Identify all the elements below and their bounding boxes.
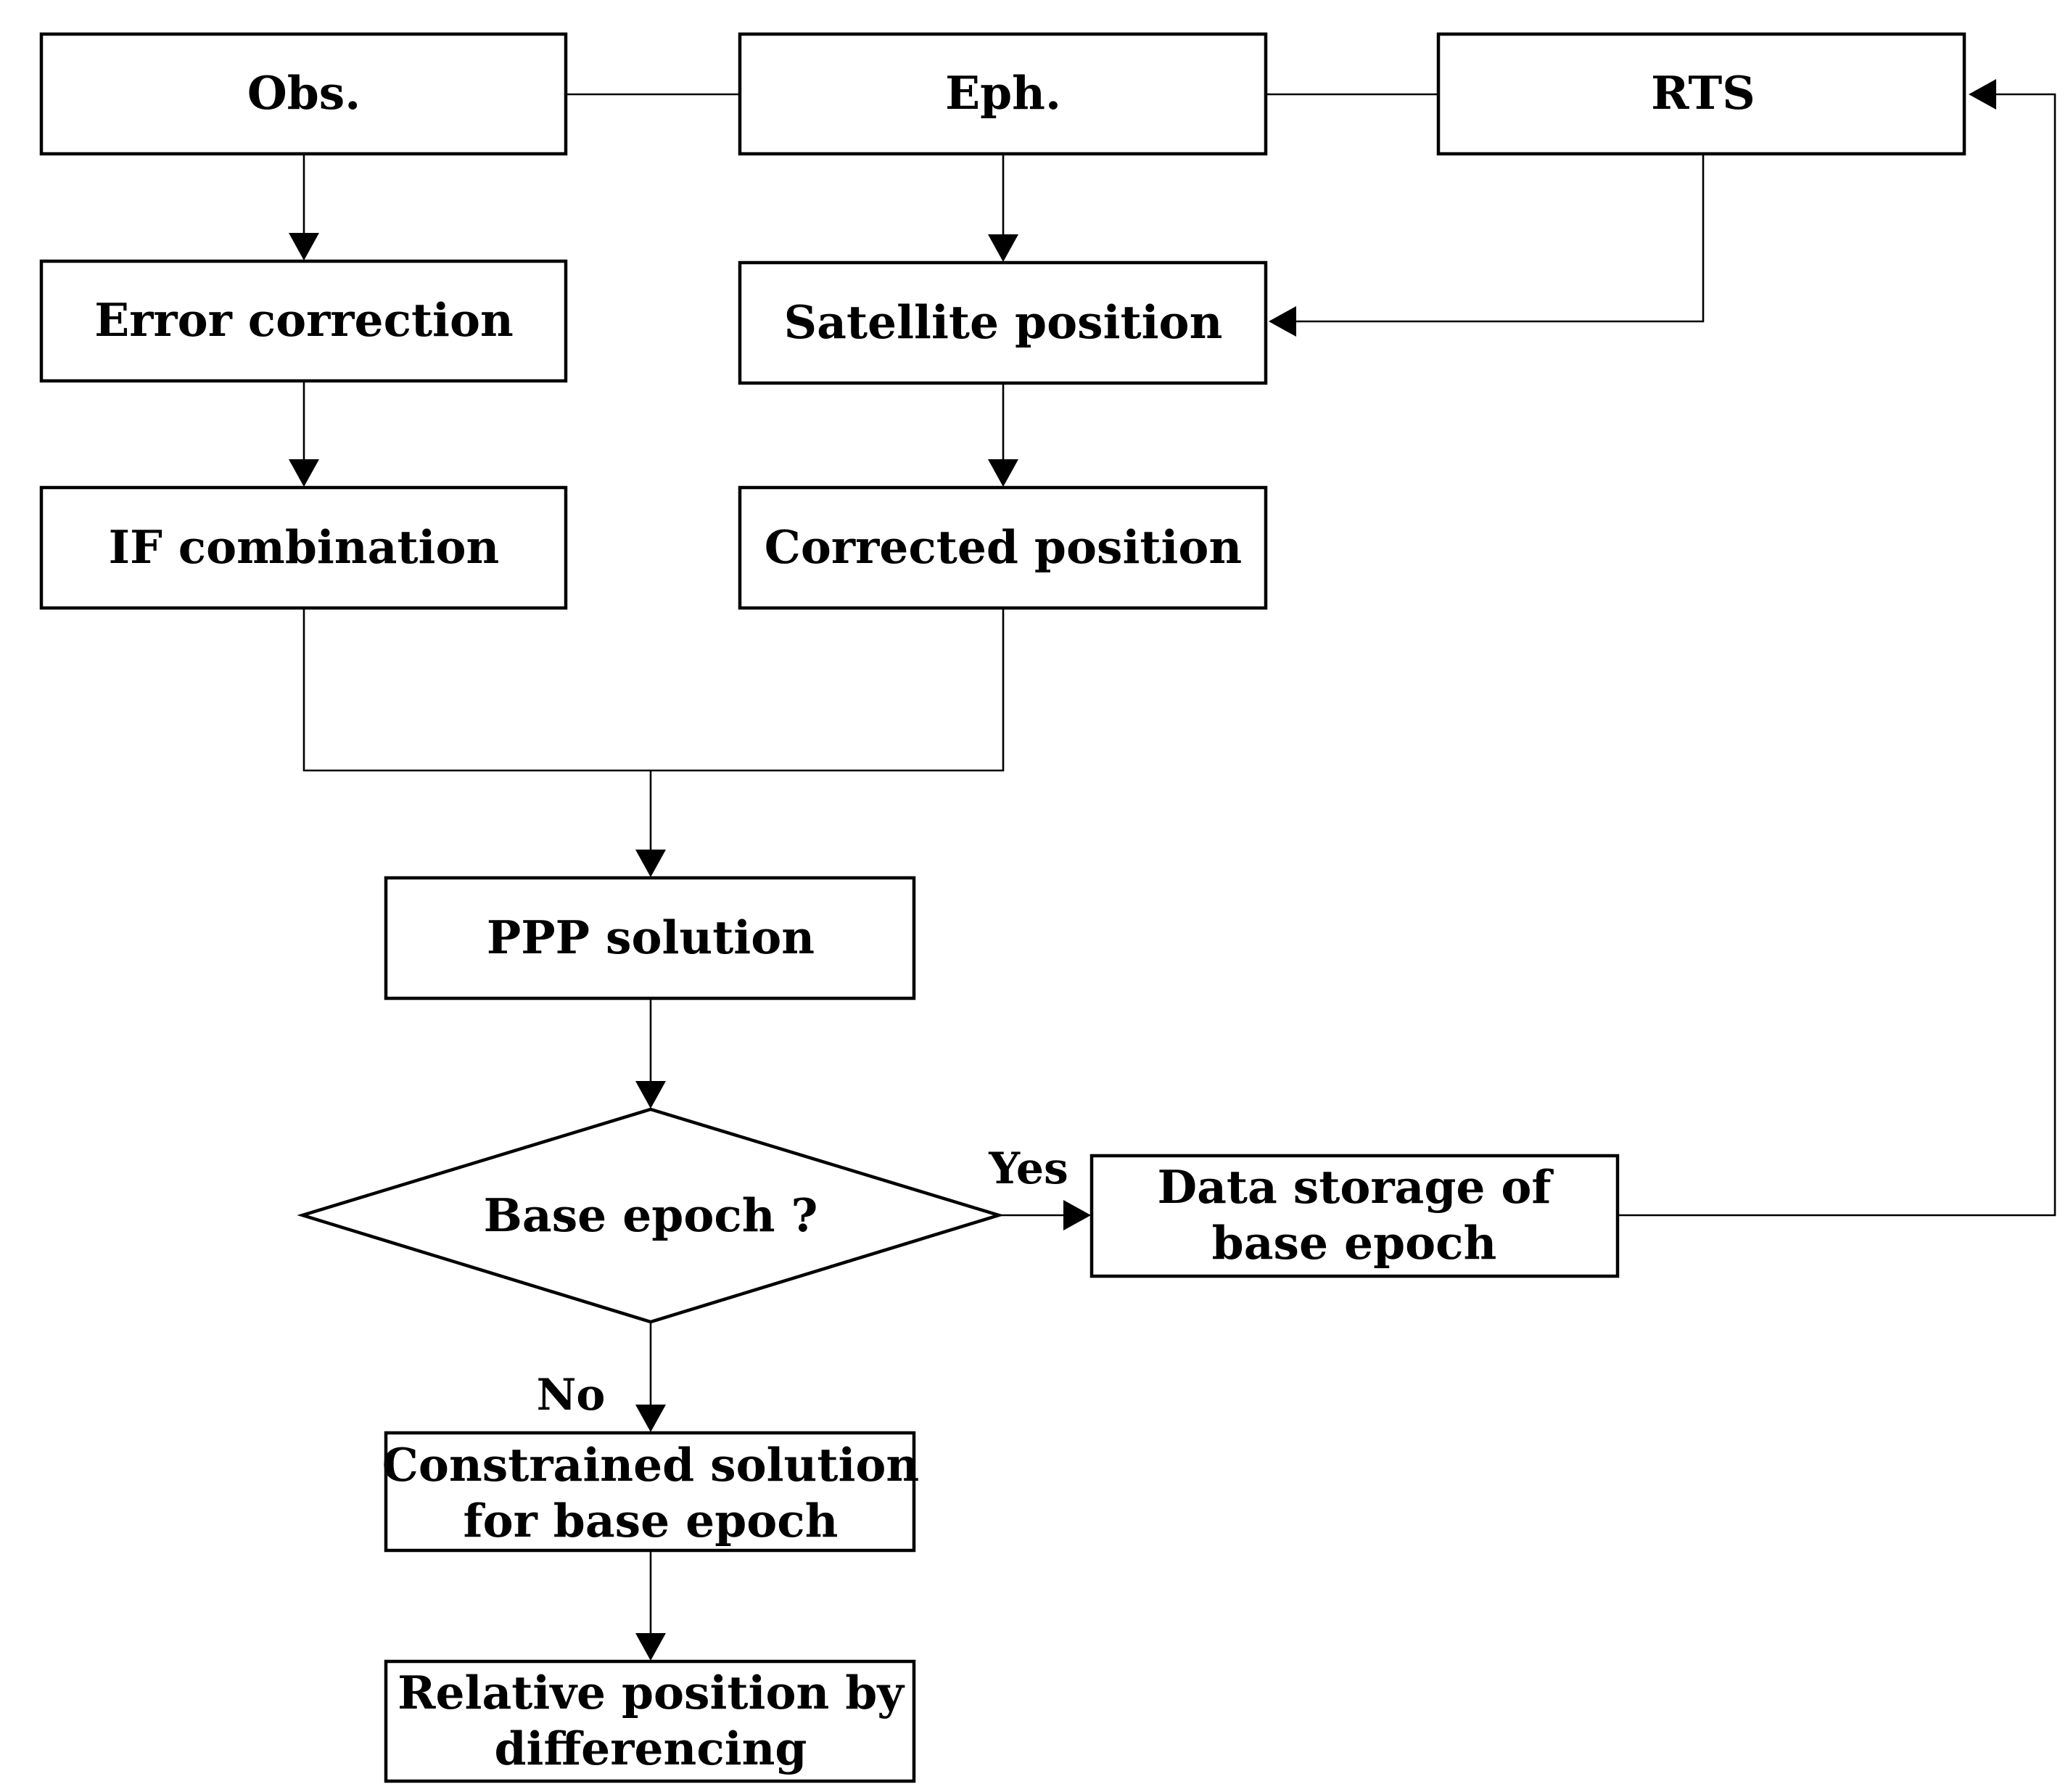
node-satellite-position: Satellite position — [738, 260, 1268, 385]
node-data-storage: Data storage of base epoch — [1089, 1154, 1620, 1278]
node-relative-position-label-line-2: differencing — [494, 1722, 807, 1775]
node-constrained-solution-label-line-2: for base epoch — [464, 1494, 839, 1548]
arrowhead-error-correction — [289, 233, 319, 260]
branch-yes-label: Yes — [988, 1143, 1068, 1194]
node-error-correction-label: Error correction — [94, 293, 514, 347]
node-eph-label: Eph. — [945, 66, 1061, 120]
arrowhead-ppp-solution — [635, 850, 666, 877]
node-error-correction: Error correction — [39, 259, 568, 383]
branch-no-label: No — [537, 1370, 606, 1421]
arrowhead-satellite-position-side — [1269, 306, 1296, 337]
node-rts: RTS — [1436, 32, 1966, 156]
arrowhead-constrained-solution — [635, 1405, 666, 1432]
node-satellite-position-label: Satellite position — [784, 295, 1223, 349]
arrowhead-rts — [1969, 79, 1996, 110]
arrowhead-if-combination — [289, 459, 319, 487]
arrowhead-corrected-position — [988, 459, 1018, 487]
node-rts-label: RTS — [1651, 66, 1755, 120]
node-data-storage-label-line-2: base epoch — [1212, 1216, 1497, 1270]
arrowhead-data-storage — [1063, 1200, 1091, 1230]
node-corrected-position: Corrected position — [738, 485, 1268, 610]
connectors — [289, 79, 2056, 1661]
node-constrained-solution-label: Constrained solution — [382, 1438, 919, 1492]
arrow-rts-to-satellite-position — [1288, 154, 1705, 323]
node-relative-position-label: Relative position by — [397, 1666, 905, 1719]
node-data-storage-label: Data storage of — [1157, 1160, 1554, 1214]
arrowhead-decision — [635, 1081, 666, 1109]
node-base-epoch-decision: Base epoch ? — [297, 1107, 1005, 1324]
arrowhead-satellite-position — [988, 234, 1018, 262]
node-base-epoch-decision-label: Base epoch ? — [484, 1188, 818, 1242]
node-corrected-position-label: Corrected position — [765, 520, 1243, 574]
node-eph: Eph. — [738, 32, 1268, 156]
arrow-data-storage-to-rts — [1618, 93, 2056, 1217]
node-if-combination: IF combination — [39, 485, 568, 610]
node-obs: Obs. — [39, 32, 568, 156]
connector-if-merge — [302, 608, 1005, 772]
node-obs-label: Obs. — [247, 66, 361, 120]
node-if-combination-label: IF combination — [109, 520, 500, 574]
node-relative-position: Relative position by differencing — [384, 1659, 916, 1783]
node-ppp-solution-label: PPP solution — [487, 911, 815, 964]
arrowhead-relative-position — [635, 1633, 666, 1661]
node-ppp-solution: PPP solution — [384, 876, 916, 1000]
node-constrained-solution: Constrained solution for base epoch — [382, 1431, 919, 1553]
